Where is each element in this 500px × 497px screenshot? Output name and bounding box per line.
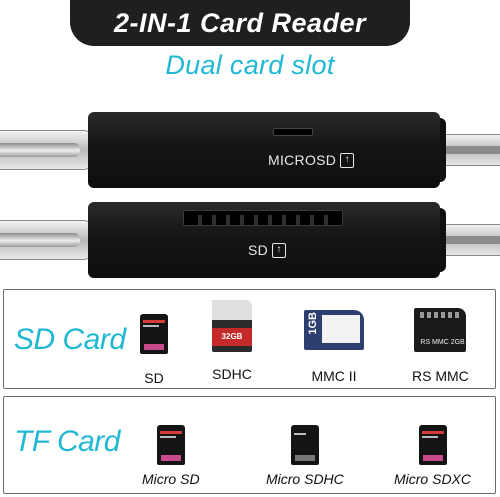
reader-body: MICROSD ↑	[88, 112, 440, 188]
sd-card-image	[140, 314, 168, 354]
micro-sdhc-card-image	[290, 425, 319, 465]
card-item-sdhc: 32GB SDHC	[212, 300, 252, 382]
sd-panel-title: SD Card	[14, 323, 126, 356]
card-label: MMC II	[311, 368, 357, 384]
microsd-slot	[273, 128, 313, 136]
card-label: Micro SDXC	[394, 471, 472, 487]
tf-panel-title: TF Card	[14, 425, 120, 458]
sd-card-panel: SD Card SD 32GB SDHC 1GB MMC II RS MMC 2…	[3, 289, 496, 389]
card-item-micro-sd: Micro SD	[142, 425, 200, 487]
sd-label-text: SD	[248, 242, 269, 258]
card-item-micro-sdhc: Micro SDHC	[266, 425, 344, 487]
usb-a-plug	[436, 134, 500, 166]
mmc-card-image: 1GB	[304, 310, 364, 350]
sdhc-card-image: 32GB	[212, 300, 252, 352]
card-reader-microsd: MICROSD ↑	[0, 108, 500, 194]
card-label: RS MMC	[412, 368, 469, 384]
sd-slot-label: SD ↑	[248, 242, 287, 258]
microsd-slot-label: MICROSD ↑	[268, 152, 355, 168]
card-item-rs-mmc: RS MMC 2GB RS MMC	[412, 308, 469, 384]
tf-card-panel: TF Card Micro SD Micro SDHC Micro SDXC	[3, 396, 496, 494]
usb-c-plug	[0, 220, 92, 260]
title-banner: 2-IN-1 Card Reader	[70, 0, 410, 46]
card-label: Micro SD	[142, 471, 200, 487]
insert-arrow-icon: ↑	[340, 152, 355, 168]
card-item-mmc-ii: 1GB MMC II	[304, 310, 364, 384]
card-item-sd: SD	[140, 314, 168, 386]
page-title: 2-IN-1 Card Reader	[113, 7, 367, 38]
sd-slot	[183, 210, 343, 226]
usb-c-plug	[0, 130, 92, 170]
card-label: Micro SDHC	[266, 471, 344, 487]
insert-arrow-icon: ↑	[272, 242, 287, 258]
micro-sdxc-card-image	[418, 425, 447, 465]
card-reader-sd: SD ↑	[0, 198, 500, 284]
rs-mmc-card-image: RS MMC 2GB	[414, 308, 467, 352]
microsd-label-text: MICROSD	[268, 152, 337, 168]
card-label: SD	[144, 370, 164, 386]
card-item-micro-sdxc: Micro SDXC	[394, 425, 471, 487]
page-subtitle: Dual card slot	[165, 50, 335, 80]
micro-sd-card-image	[156, 425, 185, 465]
reader-body: SD ↑	[88, 202, 440, 278]
card-label: SDHC	[212, 366, 252, 382]
